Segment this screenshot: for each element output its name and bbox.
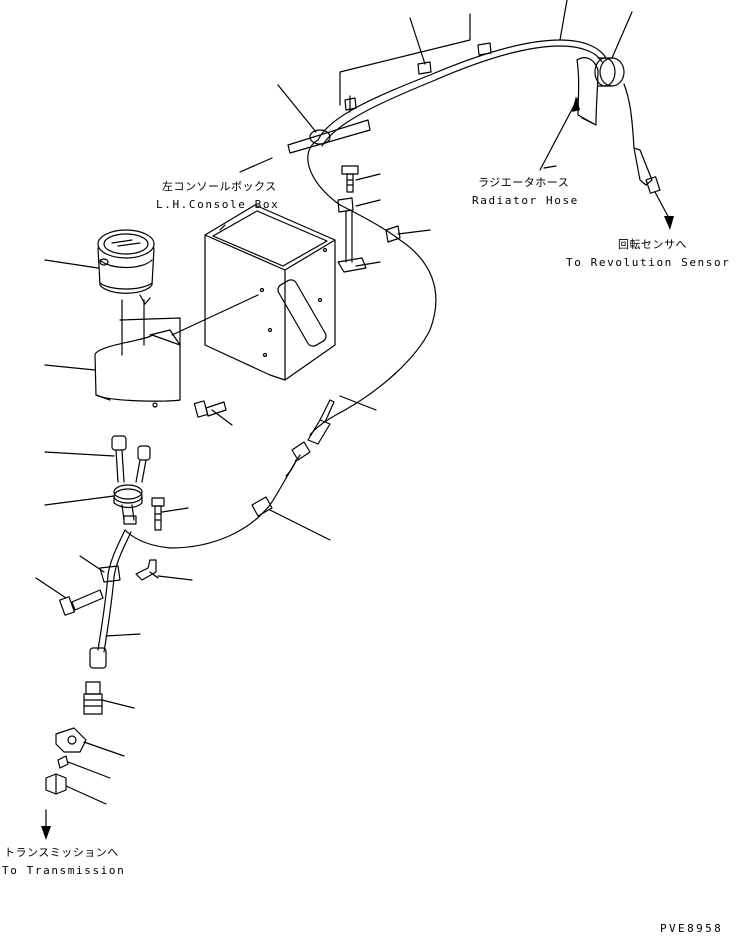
transmission-label-en: To Transmission [2, 864, 126, 877]
transmission-adapter [55, 727, 87, 753]
radiator-hose-label-jp: ラジエータホース [478, 176, 570, 189]
grommet-strip [287, 119, 371, 154]
clamp-bracket-upper [337, 197, 367, 273]
radiator-hose-label-en: Radiator Hose [472, 194, 579, 207]
transmission-label-jp: トランスミッションへ [4, 846, 119, 859]
leader-lines [35, 0, 633, 805]
transmission-nut [41, 773, 67, 840]
console-box-label-jp: 左コンソールボックス [162, 180, 277, 193]
cable-to-revolution-sensor [623, 83, 674, 230]
revolution-sensor-label-en: To Revolution Sensor [566, 256, 731, 269]
bracket-screw [193, 400, 227, 418]
bolt-lower [58, 589, 104, 616]
cable-clamp-top-3 [477, 42, 492, 56]
cable-connector-right-1 [307, 399, 335, 445]
bolt-upper [341, 165, 359, 193]
bolt-middle [151, 497, 165, 531]
tachometer-gauge [97, 229, 155, 305]
cable-upper-run [124, 39, 607, 549]
radiator-hose-arrow [572, 96, 580, 112]
console-box-label-en: L.H.Console Box [156, 198, 280, 211]
transmission-fitting-1 [83, 681, 103, 715]
gauge-bracket [94, 299, 181, 408]
drawing-code: PVE8958 [660, 922, 724, 935]
transmission-pin [57, 755, 69, 769]
cable-clamp-lower [251, 496, 273, 517]
lower-bracket [135, 559, 159, 581]
revolution-sensor-label-jp: 回転センサへ [618, 238, 687, 251]
cable-to-transmission [89, 529, 132, 669]
console-box [204, 204, 336, 381]
cable-clamp-top-2 [417, 61, 432, 75]
bracket-leader-group [339, 13, 471, 106]
cable-clamp-right [385, 225, 401, 243]
gauge-connectors [111, 435, 151, 525]
cable-clamp-top-1 [344, 95, 357, 113]
radiator-hose [576, 57, 625, 126]
cable-connector-right-2 [285, 441, 311, 477]
